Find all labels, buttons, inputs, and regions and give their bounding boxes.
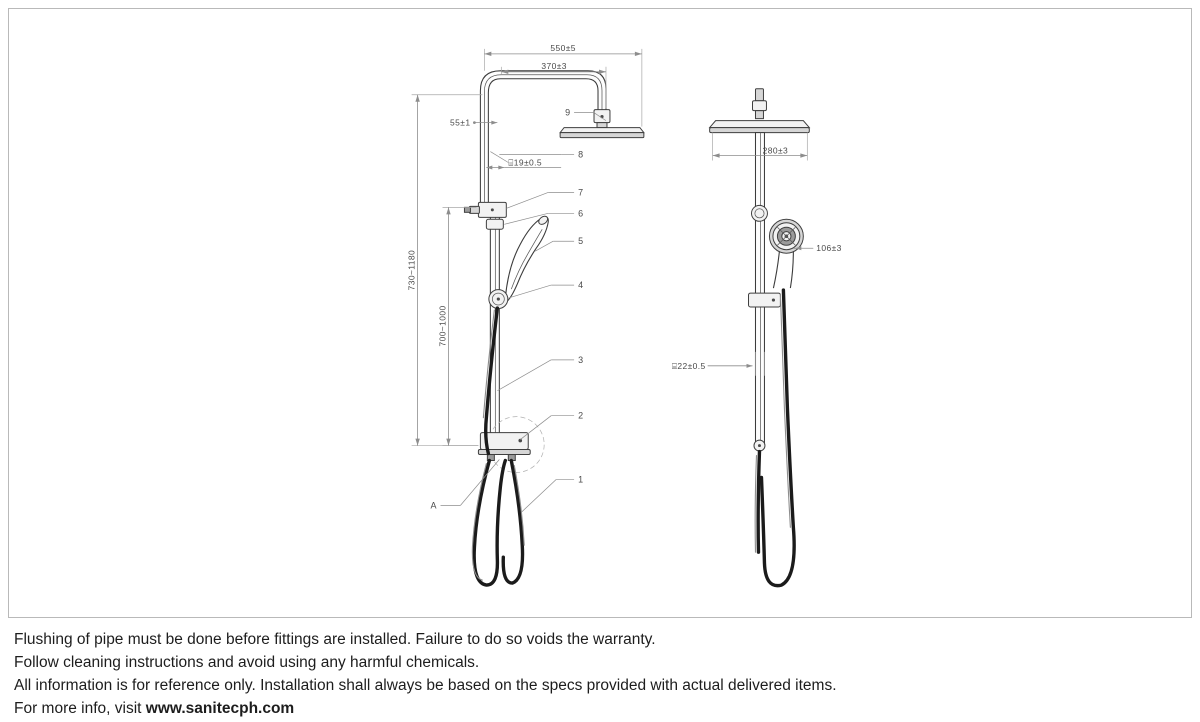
side-lower-bracket [748, 292, 781, 308]
dimension-riser-diameter: ⌸19±0.5 [486, 151, 562, 170]
callout-6: 6 [504, 208, 583, 225]
callout-5: 5 [535, 236, 583, 252]
footer-note-3: All information is for reference only. I… [14, 677, 837, 694]
gooseneck-arm [479, 70, 607, 209]
front-view: 550±5 370±3 55±1 [407, 43, 645, 587]
dimension-label-riser-diameter: ⌸19±0.5 [508, 157, 542, 167]
dimension-hand-shower-diameter: 106±3 [793, 243, 841, 253]
dimension-overall-height: 730~1180 [407, 94, 483, 446]
callout-4: 4 [508, 280, 583, 299]
hand-shower-side-face [768, 218, 804, 289]
drawing-frame: 550±5 370±3 55±1 [8, 8, 1192, 618]
callout-label-3: 3 [578, 355, 583, 365]
diverter-valve-body [477, 416, 545, 473]
side-slide-ring [751, 204, 768, 222]
dimension-label-rain-head-width: 280±3 [763, 146, 788, 156]
callout-7: 7 [506, 187, 583, 209]
dimension-label-overall-height: 730~1180 [407, 250, 417, 290]
callout-a: A [431, 459, 500, 510]
side-top-inlet [752, 88, 767, 120]
callout-label-a: A [431, 500, 437, 510]
footer-note-1: Flushing of pipe must be done before fit… [14, 631, 656, 648]
rain-shower-head-side [708, 120, 811, 134]
callout-label-5: 5 [578, 236, 583, 246]
hand-shower-front [504, 215, 549, 303]
shower-hose-upper [482, 306, 500, 456]
dimension-label-slide-range: 700~1000 [438, 305, 448, 346]
dimension-rain-head-width: 280±3 [712, 132, 808, 161]
dimension-label-overall-reach: 550±5 [550, 43, 575, 53]
side-inline-fitting [753, 439, 766, 452]
upper-wall-bracket [463, 201, 507, 218]
footer-note-2: Follow cleaning instructions and avoid u… [14, 654, 480, 671]
dimension-arm-reach: 370±3 [500, 61, 607, 109]
slide-bar-ring [488, 289, 509, 310]
shower-hose-loops [471, 458, 525, 587]
website-link[interactable]: www.sanitecph.com [145, 700, 295, 717]
side-view: 280±3 106±3 ⌸22±0.5 [672, 88, 841, 588]
callout-2: 2 [520, 411, 583, 440]
rain-shower-head-front [559, 109, 645, 139]
dimension-top-offset: 55±1 [450, 118, 498, 128]
footer-note-4: For more info, visit www.sanitecph.com [14, 697, 1184, 720]
hand-shower-holder-upper [485, 218, 504, 230]
more-info-prefix: For more info, visit [14, 700, 146, 717]
side-shower-hose [754, 288, 796, 588]
callout-label-6: 6 [578, 208, 583, 218]
footer-notes: Flushing of pipe must be done before fit… [14, 628, 1184, 720]
callout-9: 9 [565, 108, 607, 121]
dimension-lower-pipe-diameter: ⌸22±0.5 [672, 351, 765, 376]
callout-3: 3 [497, 355, 583, 392]
callout-8: 8 [499, 150, 583, 160]
callout-label-9: 9 [565, 108, 570, 118]
callout-label-1: 1 [578, 474, 583, 484]
callout-label-7: 7 [578, 187, 583, 197]
callout-label-8: 8 [578, 150, 583, 160]
callout-label-4: 4 [578, 280, 583, 290]
technical-drawing-svg: 550±5 370±3 55±1 [407, 43, 841, 588]
dimension-slide-range: 700~1000 [438, 206, 479, 446]
dimension-label-top-offset: 55±1 [450, 118, 470, 128]
dimension-label-hand-shower-diameter: 106±3 [816, 243, 841, 253]
dimension-label-lower-pipe-diameter: ⌸22±0.5 [672, 361, 706, 371]
dimension-overall-reach: 550±5 [484, 43, 643, 127]
side-riser-pipe [754, 132, 765, 449]
callout-1: 1 [521, 474, 583, 513]
dimension-label-arm-reach: 370±3 [541, 61, 566, 71]
callout-label-2: 2 [578, 411, 583, 421]
